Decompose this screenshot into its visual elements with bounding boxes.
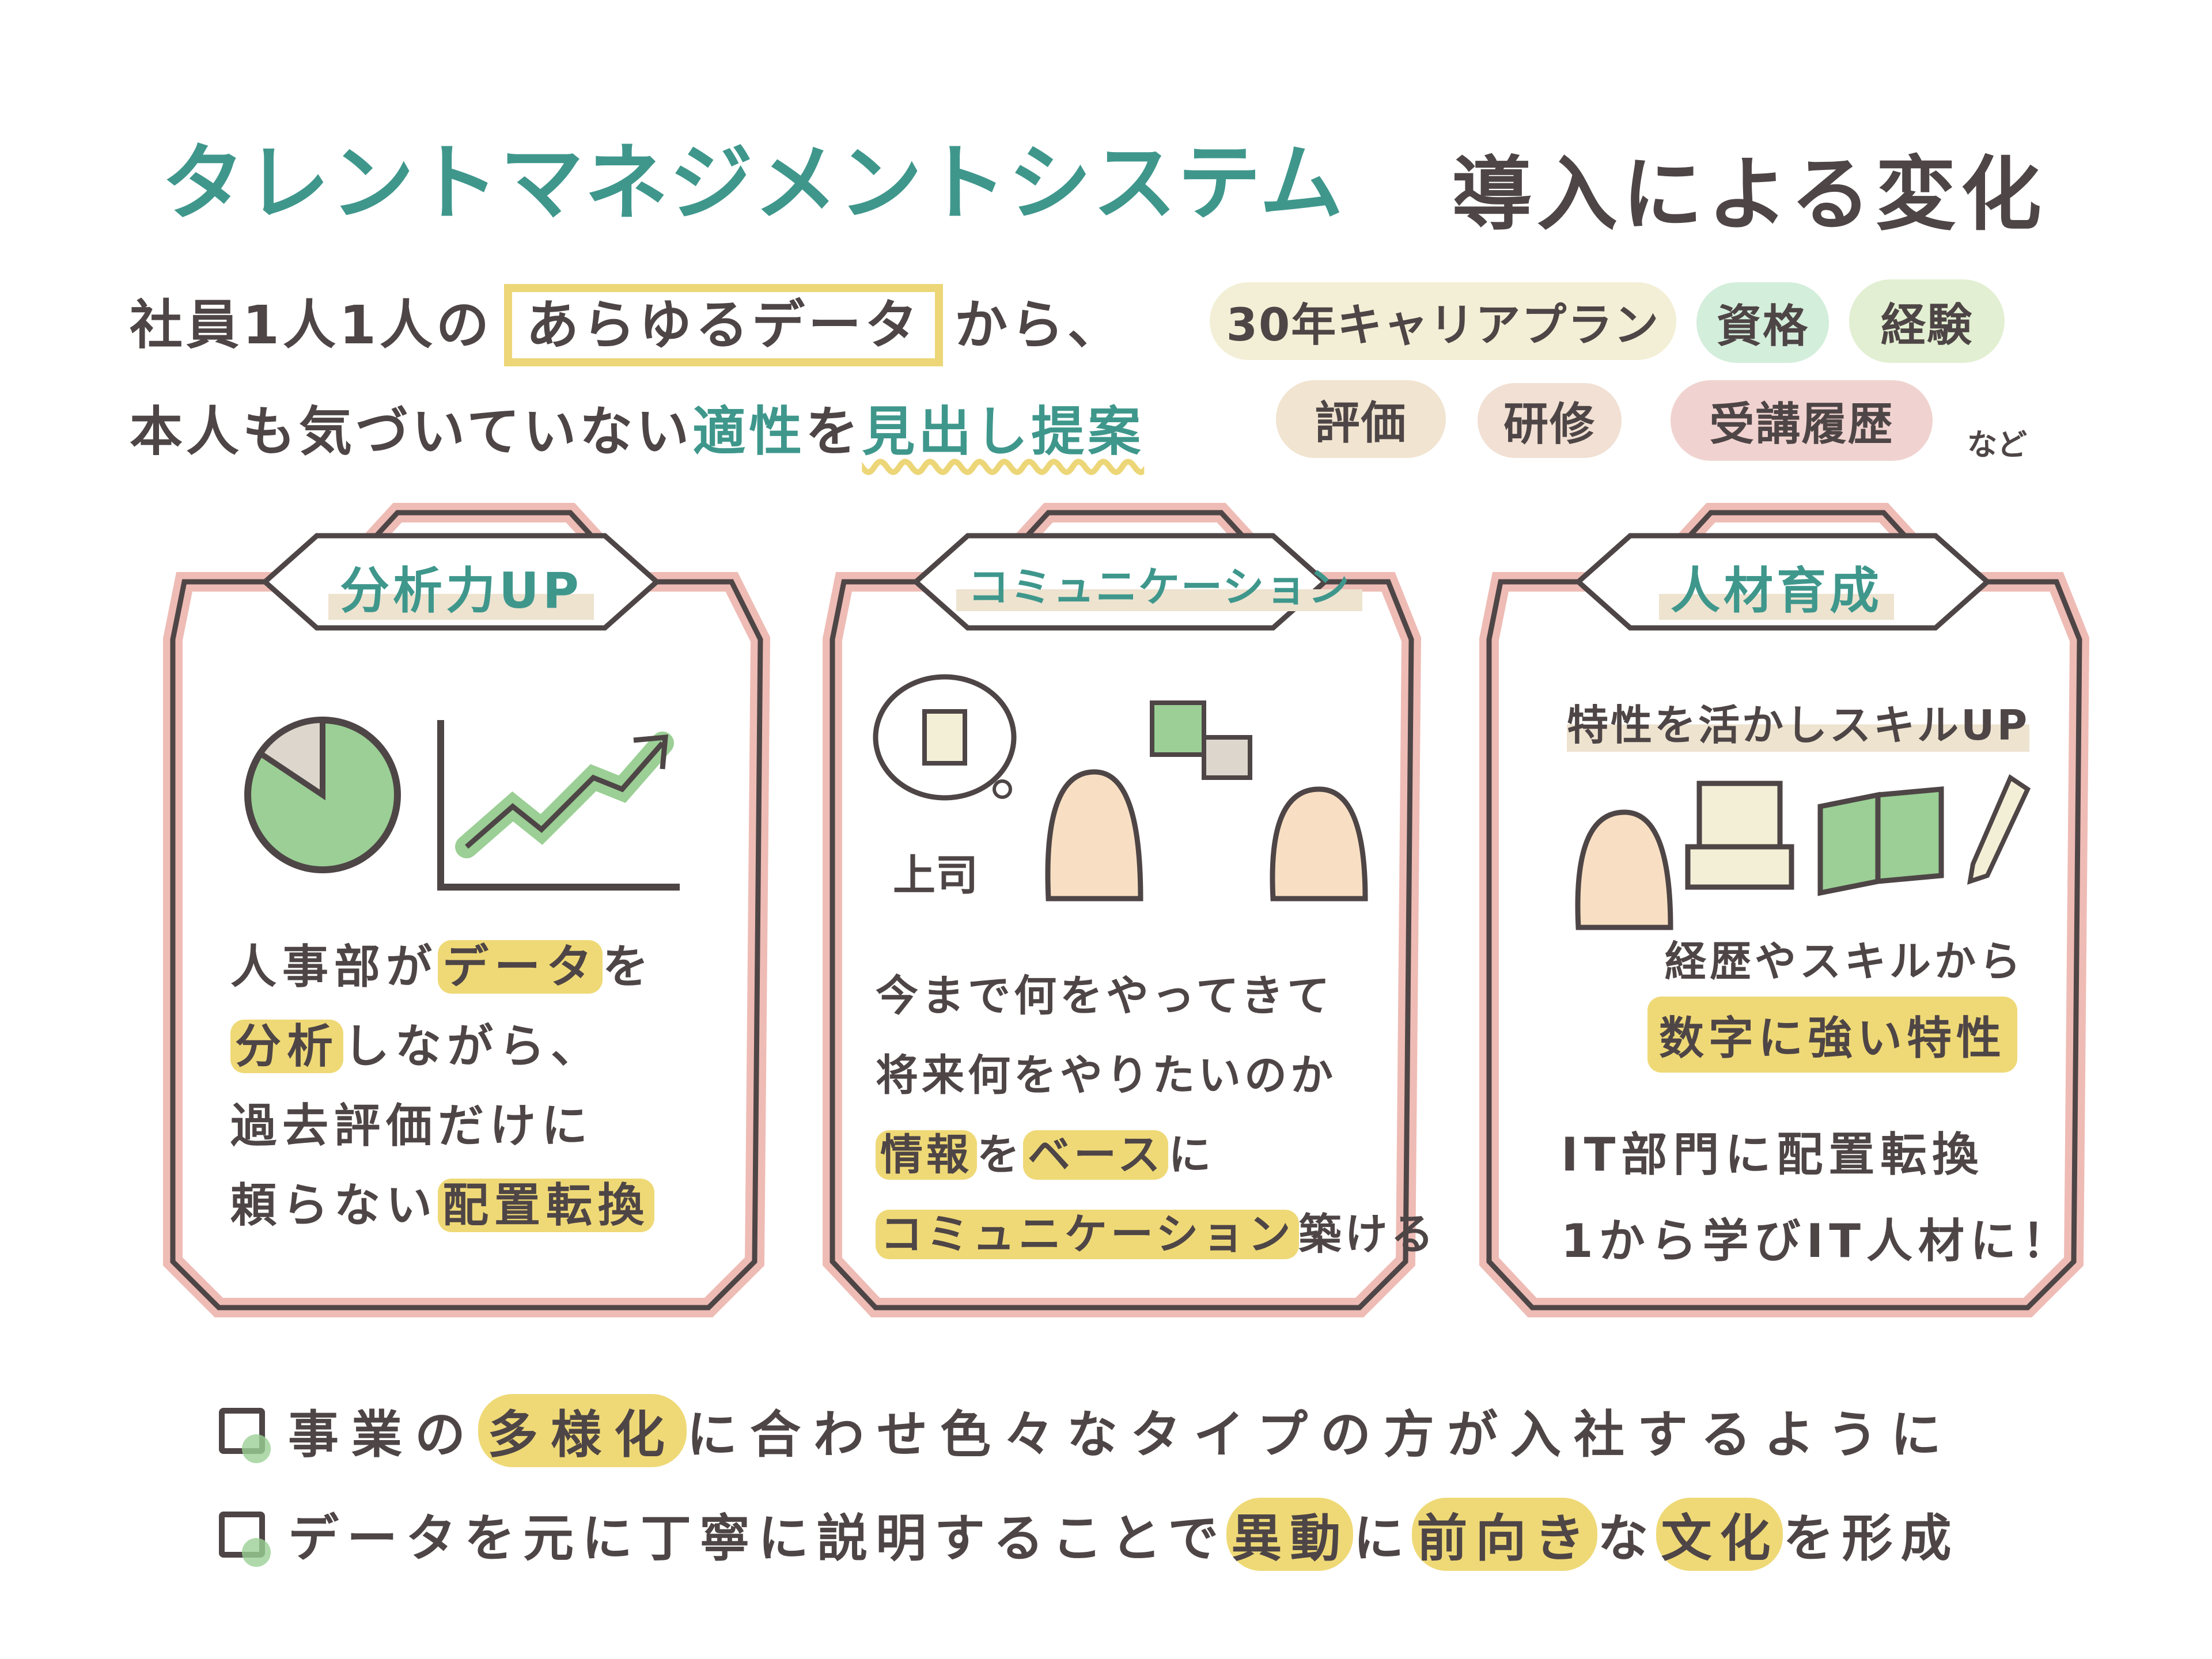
lead-line-1: 社員1人1人のあらゆるデータから、 (130, 282, 1124, 366)
panel-body: 人事部がデータを 分析しながら、 過去評価だけに 頼らない配置転換 (230, 927, 654, 1245)
tags-etc: など (1967, 428, 2028, 463)
conversation-illustration (873, 674, 1368, 902)
body-line: 1から学びIT人材に！ (1561, 1214, 2074, 1268)
keyword-propose: 見出し提案 (862, 401, 1145, 463)
body-line: 情報をベースに (876, 1115, 1437, 1195)
boss-label: 上司 (893, 851, 978, 900)
body-line: 過去評価だけに (230, 1099, 593, 1153)
chat-bubble-icon (1202, 735, 1252, 780)
employee-character (1270, 786, 1368, 902)
checkbox-icon (219, 1511, 271, 1567)
panel-title: コミュニケーション (956, 553, 1362, 613)
boxed-keyword: あらゆるデータ (504, 284, 944, 366)
body-line: 今まで何をやってきて (876, 971, 1334, 1021)
body-line: コミュニケーション築ける (876, 1195, 1437, 1274)
body-line: 頼らない配置転換 (230, 1166, 654, 1245)
tag-evaluation: 評価 (1276, 380, 1446, 458)
note-highlight: 数字に強い特性 (1647, 997, 2018, 1073)
panel-subtitle: 特性を活かしスキルUP (1567, 691, 2030, 752)
document-icon (922, 709, 967, 766)
note-text: 経歴やスキルから (1665, 937, 2025, 986)
body-line: 分析しながら、 (230, 1007, 654, 1086)
page-subtitle: 導入による変化 (1452, 148, 2046, 242)
tag-course-history: 受講履歴 (1671, 380, 1933, 461)
panel-analysis: 分析力UP 人事部がデータを 分析しながら、 過去評価だけに 頼らない配置転換 (156, 501, 772, 1325)
rising-chart-icon (437, 720, 680, 891)
lead-text: 本人も気づいていない (130, 401, 693, 463)
tag-career-plan: 30年キャリアプラン (1210, 282, 1676, 360)
keyword-aptitude: 適性 (692, 401, 806, 463)
checkbox-icon (219, 1407, 271, 1463)
tag-experience: 経験 (1849, 279, 2005, 363)
tag-qualification: 資格 (1696, 282, 1829, 363)
panel-talent-development: 人材育成 特性を活かしスキルUP 経歴やスキルから 数字に強い特性 IT部門に配… (1475, 501, 2091, 1325)
body-line: 人事部がデータを (230, 940, 654, 994)
panel-body: IT部門に配置転換 1から学びIT人材に！ (1561, 1112, 2074, 1285)
bottom-point-2: データを元に丁寧に説明することで異動に前向きな文化を形成 (219, 1498, 1959, 1571)
laptop-icon (1696, 781, 1783, 850)
lead-line-2: 本人も気づいていない適性を見出し提案 (130, 389, 1144, 465)
chat-bubble-icon (1150, 700, 1206, 757)
pencil-icon (1967, 774, 2031, 885)
panel-body: 今まで何をやってきて 将来何をやりたいのか 情報をベースに コミュニケーション築… (876, 956, 1437, 1274)
learning-illustration (1575, 774, 2031, 930)
bottom-point-1: 事業の多様化に合わせ色々なタイプの方が入社するように (219, 1394, 1954, 1467)
lead-text: 社員1人1人の (130, 294, 493, 356)
panel-title: 分析力UP (328, 550, 594, 622)
body-line: IT部門に配置転換 (1561, 1128, 1984, 1181)
person-character (1575, 809, 1673, 930)
book-icon (1817, 786, 1944, 896)
tag-training: 研修 (1478, 383, 1622, 458)
body-line: 将来何をやりたいのか (876, 1051, 1336, 1100)
page-title: タレントマネジメントシステム (161, 135, 1344, 232)
boss-character (1045, 769, 1143, 902)
panel-title: 人材育成 (1659, 550, 1894, 622)
lead-text: を (805, 401, 862, 463)
pie-chart-icon (244, 717, 401, 873)
lead-text: から、 (955, 294, 1124, 356)
panel-communication: コミュニケーション 上司 今まで何をやってきて 将来何をやりたいのか 情報をベー… (818, 501, 1434, 1325)
